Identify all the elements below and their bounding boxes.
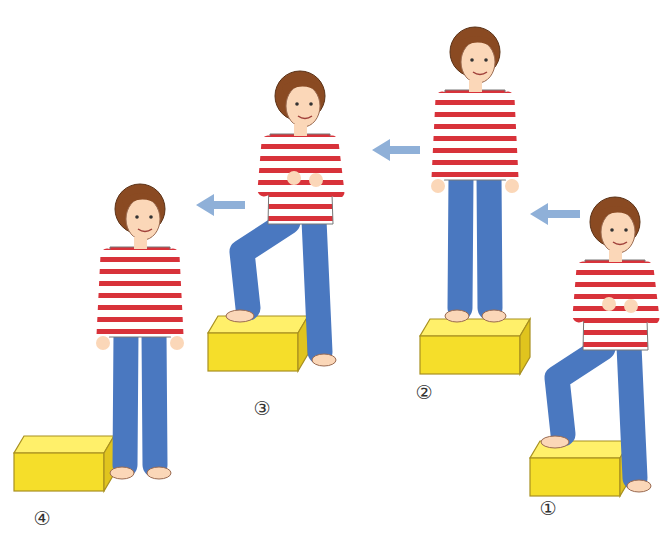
direction-arrow [196,194,245,216]
standing-figure [431,27,519,322]
step-box [420,319,530,374]
direction-arrow [530,203,580,225]
step-box [14,436,114,491]
callout-number: ① [539,499,556,518]
callout-number: ② [415,383,432,402]
callout-number: ③ [253,399,270,418]
stepping-figure [226,71,338,366]
direction-arrow [372,139,420,161]
step-box [530,441,630,496]
callout-number: ④ [33,509,50,528]
stepping-figure [541,197,653,492]
standing-figure [96,184,184,479]
step-box [208,316,308,371]
